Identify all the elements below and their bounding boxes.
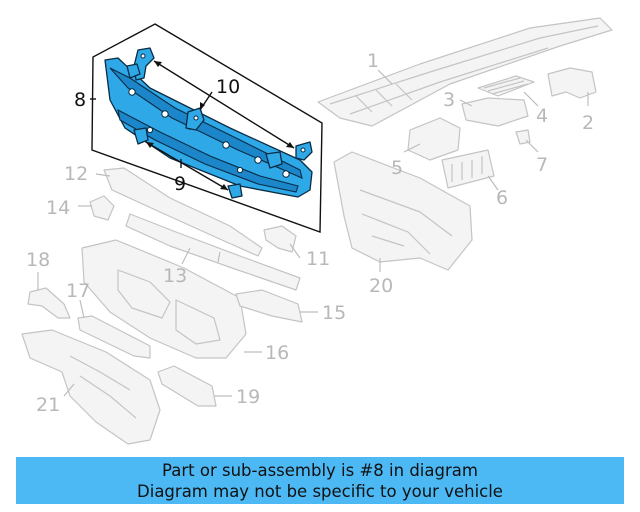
- info-banner: Part or sub-assembly is #8 in diagram Di…: [16, 457, 624, 504]
- callout-19: 19: [236, 386, 260, 408]
- callout-15: 15: [322, 302, 346, 324]
- callout-3: 3: [443, 89, 455, 111]
- callout-8: 8: [74, 89, 86, 111]
- callout-12: 12: [64, 163, 88, 185]
- callout-6: 6: [496, 187, 508, 209]
- part-5-duct[interactable]: [407, 117, 461, 161]
- banner-line-2: Diagram may not be specific to your vehi…: [137, 482, 503, 501]
- part-11-bracket[interactable]: [263, 225, 297, 253]
- part-20-dash-panel[interactable]: [333, 151, 473, 271]
- callouts: 8 10 9 1 2 3 4 5 6 7 11 12 13 14 15 16 1…: [26, 50, 594, 416]
- part-13-reinforcement[interactable]: [125, 213, 301, 291]
- callout-5: 5: [391, 157, 403, 179]
- callout-16: 16: [265, 342, 289, 364]
- leaders-dim: [37, 69, 589, 397]
- part-12-panel[interactable]: [103, 167, 263, 257]
- part-9-brackets[interactable]: [133, 127, 243, 199]
- callout-21: 21: [36, 394, 60, 416]
- callout-13: 13: [163, 265, 187, 287]
- part-17-bar[interactable]: [77, 315, 151, 359]
- part-15-bracket[interactable]: [235, 289, 303, 323]
- part-1-cowl-top[interactable]: [317, 17, 613, 127]
- part-14-bracket[interactable]: [89, 195, 115, 221]
- callout-20: 20: [369, 275, 393, 297]
- part-2-bracket[interactable]: [547, 67, 597, 99]
- callout-10: 10: [216, 76, 240, 98]
- callout-17: 17: [66, 280, 90, 302]
- callout-11: 11: [306, 248, 330, 270]
- part-6-vent-grille[interactable]: [441, 149, 495, 189]
- callout-1: 1: [367, 50, 379, 72]
- part-16-bulkhead[interactable]: [81, 239, 247, 359]
- part-21-insulator[interactable]: [21, 329, 161, 445]
- part-4-grille[interactable]: [477, 75, 535, 97]
- banner-line-1: Part or sub-assembly is #8 in diagram: [162, 461, 478, 480]
- part-3-vent[interactable]: [461, 97, 529, 127]
- part-19-bracket[interactable]: [157, 365, 217, 407]
- leaders-dark: [90, 60, 295, 191]
- callout-4: 4: [536, 105, 548, 127]
- callout-9: 9: [174, 173, 186, 195]
- callout-2: 2: [582, 112, 594, 134]
- callout-7: 7: [536, 154, 548, 176]
- callout-18: 18: [26, 249, 50, 271]
- part-18-bracket[interactable]: [27, 287, 71, 319]
- part-10-brackets[interactable]: [126, 47, 313, 169]
- callout-14: 14: [46, 197, 70, 219]
- highlight-frame: [91, 23, 323, 233]
